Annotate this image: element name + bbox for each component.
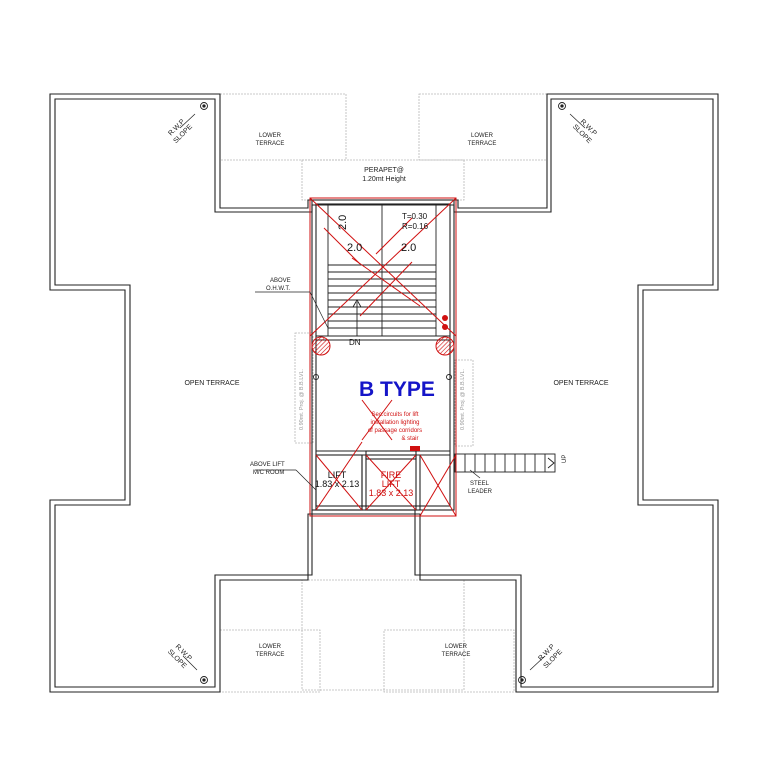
stair-dim-left: 2.0: [347, 242, 362, 254]
lower-terrace-tr: LOWER TERRACE: [468, 133, 497, 147]
lower-terrace-br-line2: TERRACE: [442, 652, 471, 658]
lower-terrace-bl-line1: LOWER: [259, 644, 282, 650]
rwp-label-br: R.W.P SLOPE: [537, 643, 564, 670]
rwp-label-tr: R.W.P SLOPE: [571, 118, 598, 145]
title-label: B TYPE: [359, 378, 435, 401]
stair-dim-right: 2.0: [401, 242, 416, 254]
faint-label-left: 0.90mt. Proj. @ B.B.LVL.: [299, 368, 305, 430]
lower-terrace-tr-line2: TERRACE: [468, 141, 497, 147]
lift-size: 1.83 x 2.13: [315, 479, 360, 489]
lower-terrace-tl-line2: TERRACE: [256, 141, 285, 147]
lower-terrace-bl: LOWER TERRACE: [256, 644, 285, 658]
stair-tread: T=0.30: [402, 212, 428, 221]
parapet-line2: 1.20mt Height: [362, 176, 406, 183]
steel-leader-line2: LEADER: [468, 489, 493, 495]
stair-dim-vertical: 2.0: [337, 215, 349, 230]
steel-leader-line1: STEEL: [470, 481, 490, 487]
above-lift-line2: M/C ROOM: [253, 470, 284, 476]
steel-ladder: [454, 453, 556, 473]
lower-terrace-br-line1: LOWER: [445, 644, 468, 650]
above-ohwt-line1: ABOVE: [270, 278, 291, 284]
faint-label-right: 0.90mt. Proj. @ B.B.LVL.: [460, 368, 466, 430]
open-terrace-right: OPEN TERRACE: [553, 380, 608, 387]
lift-note-line1: Sec.circuits for lift: [371, 412, 418, 418]
lower-terrace-tr-line1: LOWER: [471, 133, 494, 139]
lower-terrace-tl: LOWER TERRACE: [256, 133, 285, 147]
rwp-drains: [200, 102, 566, 684]
parapet-line1: PERAPET@: [364, 167, 404, 174]
fire-lift-line2: LIFT: [382, 479, 401, 489]
rwp-label-bl: R.W.P SLOPE: [166, 643, 193, 670]
lower-terrace-tl-line1: LOWER: [259, 133, 282, 139]
fire-lift-size: 1.83 x 2.13: [369, 488, 414, 498]
lower-terrace-br: LOWER TERRACE: [442, 644, 471, 658]
fire-zone: [309, 197, 457, 517]
rwp-label-tl: R.W.P SLOPE: [167, 118, 194, 145]
core-walls: [311, 199, 455, 511]
open-terrace-left: OPEN TERRACE: [184, 380, 239, 387]
lift-note-line2: installation lighting: [370, 420, 419, 426]
up-label: UP: [562, 455, 568, 463]
fire-hydrant-symbols: [311, 315, 455, 451]
lift-note-line4: & stair: [401, 436, 418, 442]
fire-lift-line1: FIRE: [381, 470, 402, 480]
lift-note-line3: of passage corridors: [368, 428, 422, 434]
lower-terrace-bl-line2: TERRACE: [256, 652, 285, 658]
stair-down-label: DN: [349, 338, 361, 347]
above-ohwt-line2: O.H.W.T.: [266, 286, 290, 292]
stair-riser: R=0.16: [402, 222, 429, 231]
leader-lines: [179, 113, 586, 671]
above-lift-line1: ABOVE LIFT: [250, 462, 285, 468]
lift-label: LIFT: [328, 470, 347, 480]
